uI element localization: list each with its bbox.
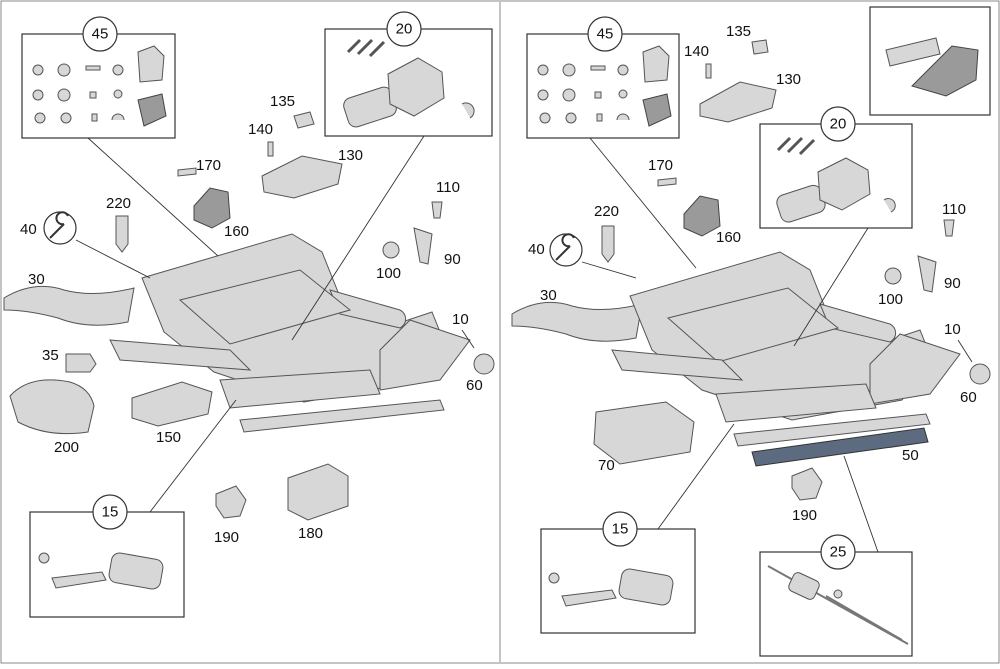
label-100-right: 100 [878, 291, 903, 308]
label-170: 170 [196, 157, 221, 174]
detail-box-25: 25 [759, 534, 913, 657]
label-160: 160 [224, 223, 249, 240]
label-30: 30 [28, 271, 45, 288]
callout-25: 25 [830, 544, 847, 561]
detail-box-45-right: 45 [526, 16, 680, 139]
label-90-right: 90 [944, 275, 961, 292]
rail-right-part [733, 413, 931, 447]
bolt-110-right-part [943, 219, 955, 237]
tool-40-right [549, 233, 583, 267]
label-10-right: 10 [944, 321, 961, 338]
callout-20: 20 [396, 21, 413, 38]
detail-box-20: 20 [324, 11, 493, 137]
bolt-140-part [267, 141, 274, 157]
label-40: 40 [20, 221, 37, 238]
bolt-110-part [431, 201, 443, 219]
screw-set-icon [32, 45, 167, 127]
label-140-right: 140 [684, 43, 709, 60]
bracket-90-part [413, 227, 433, 265]
label-170-right: 170 [648, 157, 673, 174]
label-35: 35 [42, 347, 59, 364]
bolt-170-right-part [657, 177, 677, 187]
cover-130-right-part [699, 81, 777, 123]
label-60-right: 60 [960, 389, 977, 406]
bracket-160-part [193, 187, 231, 229]
label-140: 140 [248, 121, 273, 138]
switch-190-part [215, 485, 247, 519]
detail-box-45: 45 [21, 16, 176, 139]
left-leader-lines [75, 135, 475, 513]
clip-135-right-part [751, 39, 769, 55]
callout-20-right: 20 [830, 116, 847, 133]
callout-45-right: 45 [597, 26, 614, 43]
label-60: 60 [466, 377, 483, 394]
motor-icon [343, 38, 475, 128]
seat-frame-right [611, 251, 961, 447]
clip-135-part [293, 111, 315, 129]
bracket-160-right-part [683, 195, 721, 237]
cover-130-part [261, 155, 343, 199]
tool-40 [43, 211, 77, 245]
callout-15-right: 15 [612, 521, 629, 538]
knob-60-part [473, 353, 495, 375]
bolt-220-part [115, 215, 129, 253]
rail-50-part [751, 427, 929, 467]
detail-box-15-right: 15 [540, 511, 696, 634]
switch-180-part [287, 463, 349, 521]
wrench-icon [555, 233, 575, 261]
right-leader-lines [581, 137, 973, 553]
callout-45: 45 [92, 26, 109, 43]
spring-mat-30-part [3, 285, 135, 326]
module-150-part [131, 381, 213, 427]
detail-box-20-right: 20 [759, 106, 913, 229]
label-135: 135 [270, 93, 295, 110]
label-130-right: 130 [776, 71, 801, 88]
label-110-right: 110 [942, 201, 966, 218]
seat-frame-left [109, 233, 471, 433]
label-110: 110 [436, 179, 460, 196]
left-panel: 45 20 [3, 11, 495, 618]
label-100: 100 [376, 265, 401, 282]
wrench-icon [49, 211, 69, 239]
label-135-right: 135 [726, 23, 751, 40]
pad-35-part [65, 353, 97, 373]
callout-15: 15 [102, 504, 119, 521]
bolt-140-right-part [705, 63, 712, 79]
switch-190-right-part [791, 467, 823, 501]
right-panel: 45 20 [511, 6, 991, 657]
label-150: 150 [156, 429, 181, 446]
label-10: 10 [452, 311, 469, 328]
label-180: 180 [298, 525, 323, 542]
nut-100-right-part [884, 267, 902, 285]
inset-seat-switch [869, 6, 991, 116]
bracket-90-right-part [917, 255, 937, 293]
rail-left-part [239, 399, 445, 433]
label-220-right: 220 [594, 203, 619, 220]
label-160-right: 160 [716, 229, 741, 246]
label-70-right: 70 [598, 457, 615, 474]
label-190-right: 190 [792, 507, 817, 524]
label-90: 90 [444, 251, 461, 268]
label-130: 130 [338, 147, 363, 164]
module-70-part [593, 401, 695, 465]
knob-60-right-part [969, 363, 991, 385]
nut-100-part [382, 241, 400, 259]
bolt-220-right-part [601, 225, 615, 263]
detail-box-15: 15 [29, 494, 185, 618]
cover-200-part [9, 379, 95, 435]
spring-mat-30-right-part [511, 301, 643, 342]
bolt-170-part [177, 167, 197, 177]
label-30-right: 30 [540, 287, 557, 304]
left-small-parts [115, 111, 443, 265]
label-40-right: 40 [528, 241, 545, 258]
label-200: 200 [54, 439, 79, 456]
label-190: 190 [214, 529, 239, 546]
label-50-right: 50 [902, 447, 919, 464]
label-220: 220 [106, 195, 131, 212]
